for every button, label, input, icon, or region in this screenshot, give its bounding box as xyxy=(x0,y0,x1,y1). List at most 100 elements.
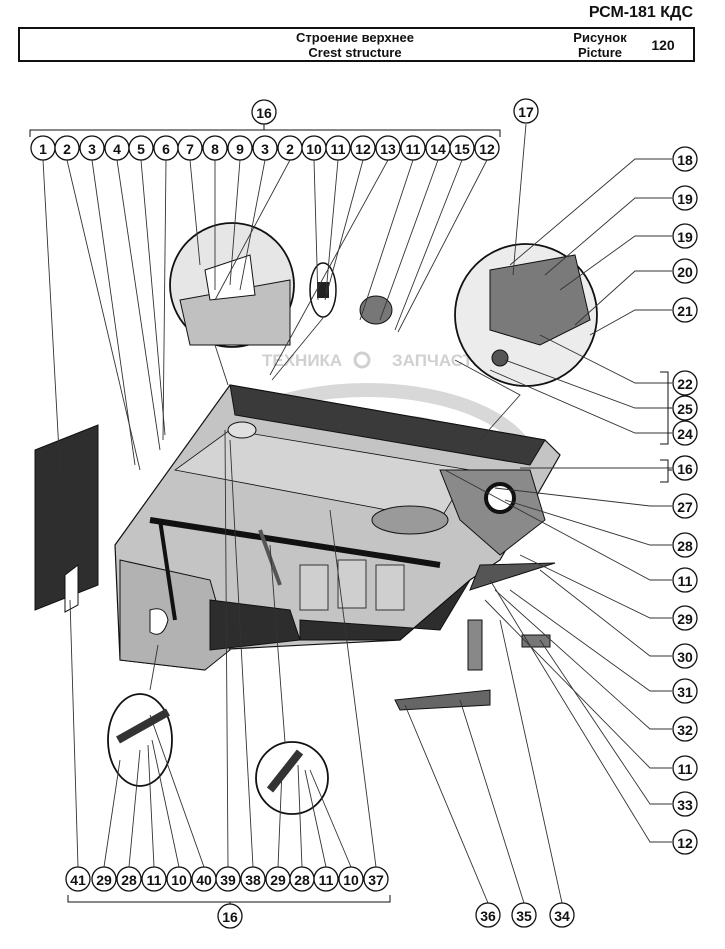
callout-number: 11 xyxy=(319,872,334,888)
callout-circle xyxy=(513,98,539,124)
leader-line xyxy=(214,344,229,386)
leader-line xyxy=(140,159,166,436)
group-brackets xyxy=(29,124,672,908)
leader-line xyxy=(404,704,489,904)
hinge-plate-33 xyxy=(521,634,551,648)
callout-circle xyxy=(251,99,277,125)
leader-line xyxy=(103,759,121,868)
callout-circle xyxy=(672,297,698,323)
callout-circle xyxy=(217,903,243,929)
callout-number: 29 xyxy=(270,872,286,888)
callout-number: 21 xyxy=(677,303,693,319)
callout-7: 7 xyxy=(177,135,203,161)
callout-circle xyxy=(338,866,364,892)
blower-module-c xyxy=(375,564,405,611)
callout-circle xyxy=(65,866,91,892)
callout-20: 20 xyxy=(672,258,698,284)
leader-line xyxy=(484,599,672,769)
callout-28: 28 xyxy=(289,866,315,892)
leader-line xyxy=(574,270,672,326)
callout-circle xyxy=(475,902,501,928)
center-bracket xyxy=(258,529,282,586)
callout-number: 22 xyxy=(677,376,693,392)
callout-number: 12 xyxy=(479,141,495,157)
cylinder-part xyxy=(359,295,393,325)
callout-17: 17 xyxy=(513,98,539,124)
watermark-gear-icon xyxy=(353,351,371,369)
leader-line xyxy=(504,359,672,409)
leader-line xyxy=(189,159,201,266)
right-duct-assembly xyxy=(439,469,546,556)
callout-circle xyxy=(672,493,698,519)
callout-4: 4 xyxy=(104,135,130,161)
callout-circle xyxy=(240,866,266,892)
detail-bl-bar xyxy=(116,708,170,744)
hinge-post xyxy=(467,619,483,671)
callout-circle xyxy=(511,902,537,928)
leader-line xyxy=(277,769,283,868)
leader-line xyxy=(489,579,672,843)
callout-number: 35 xyxy=(516,908,532,924)
callout-29: 29 xyxy=(91,866,117,892)
callout-circle xyxy=(672,395,698,421)
leader-line xyxy=(91,159,136,466)
callout-11: 11 xyxy=(141,866,167,892)
leader-line xyxy=(149,714,205,868)
callout-number: 33 xyxy=(677,797,693,813)
callout-circle xyxy=(672,455,698,481)
detail-circle-bottom-left xyxy=(107,693,173,787)
leader-line xyxy=(214,159,291,301)
callout-number: 2 xyxy=(286,141,294,157)
callout-number: 3 xyxy=(261,141,269,157)
callout-6: 6 xyxy=(153,135,179,161)
leader-line xyxy=(313,159,319,301)
callout-16: 16 xyxy=(217,903,243,929)
leader-line xyxy=(229,439,254,868)
callout-circle xyxy=(672,223,698,249)
callout-circle xyxy=(672,678,698,704)
callout-number: 29 xyxy=(677,611,693,627)
callout-number: 29 xyxy=(96,872,112,888)
leader-line xyxy=(539,569,672,657)
front-crossbar xyxy=(149,517,441,568)
callout-28: 28 xyxy=(672,532,698,558)
callout-number: 16 xyxy=(677,461,693,477)
rear-wall xyxy=(229,384,546,466)
callout-circle xyxy=(252,135,278,161)
callout-number: 10 xyxy=(343,872,359,888)
callout-circle xyxy=(116,866,142,892)
callout-number: 7 xyxy=(186,141,194,157)
callout-number: 6 xyxy=(162,141,170,157)
callout-circle xyxy=(350,135,376,161)
callout-3: 3 xyxy=(79,135,105,161)
detail-tl-bracket xyxy=(204,254,256,301)
callout-9: 9 xyxy=(227,135,253,161)
fender-cutout xyxy=(149,608,169,635)
callout-37: 37 xyxy=(363,866,389,892)
callout-circle xyxy=(128,135,154,161)
leader-line xyxy=(509,589,672,692)
callout-number: 17 xyxy=(518,104,534,120)
lamp-housing xyxy=(227,421,257,439)
callout-circle xyxy=(672,755,698,781)
leader-line xyxy=(149,644,159,691)
callout-12: 12 xyxy=(350,135,376,161)
leader-line xyxy=(151,739,180,868)
leader-line xyxy=(379,159,439,321)
callout-24: 24 xyxy=(672,420,698,446)
callout-number: 15 xyxy=(454,141,470,157)
leader-line xyxy=(269,159,389,376)
callout-number: 11 xyxy=(406,141,421,157)
callout-number: 41 xyxy=(70,872,86,888)
callout-19: 19 xyxy=(672,185,698,211)
callout-11: 11 xyxy=(313,866,339,892)
model-title: РСМ-181 КДС xyxy=(588,4,693,21)
callout-number: 11 xyxy=(147,872,162,888)
leader-line xyxy=(394,159,463,331)
leader-line xyxy=(42,159,61,471)
leader-line xyxy=(162,159,167,441)
callout-circle xyxy=(672,829,698,855)
callout-circle xyxy=(672,146,698,172)
